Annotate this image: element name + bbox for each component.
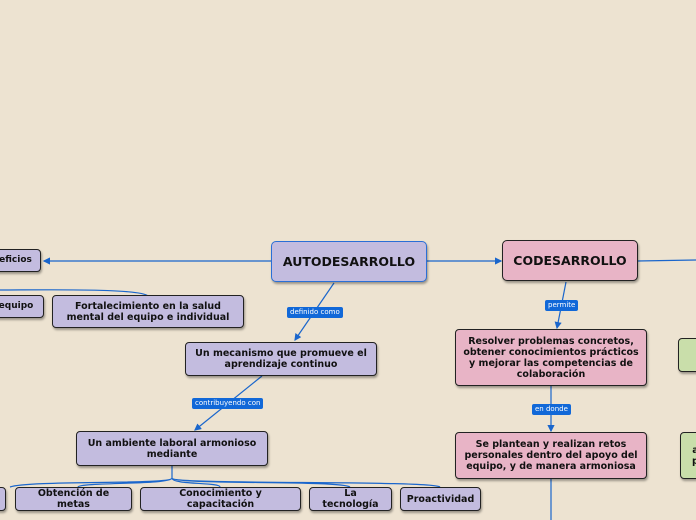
node-mecanismo[interactable]: Un mecanismo que promueve el aprendizaje… <box>185 342 377 376</box>
link-label-definido-como: definido como <box>287 307 343 318</box>
link-label-contribuyendo-con: contribuyendo con <box>192 398 264 409</box>
node-fortalecimiento[interactable]: Fortalecimiento en la salud mental del e… <box>52 295 244 328</box>
node-conocimiento[interactable]: Conocimiento y capacitación <box>140 487 301 511</box>
node-resolver[interactable]: Resolver problemas concretos, obtener co… <box>455 329 647 386</box>
node-tecnologia[interactable]: La tecnología <box>309 487 392 511</box>
link-label-permite: permite <box>545 300 579 311</box>
node-ambiente[interactable]: Un ambiente laboral armonioso mediante <box>76 431 268 466</box>
connector-ambiente-children <box>9 466 441 488</box>
connector-to-fortalecimiento <box>0 289 149 297</box>
node-autodesarrollo[interactable]: AUTODESARROLLO <box>271 241 427 282</box>
node-plantean[interactable]: Se plantean y realizan retos personales … <box>455 432 647 479</box>
connector-right-offscreen <box>636 259 696 262</box>
node-codesarrollo[interactable]: CODESARROLLO <box>502 240 638 281</box>
node-proactividad[interactable]: Proactividad <box>400 487 481 511</box>
node-equipo[interactable]: equipo <box>0 295 44 318</box>
node-beneficios[interactable]: eficios <box>0 249 41 272</box>
node-green-1-offscreen[interactable] <box>678 338 696 372</box>
node-green-2-offscreen[interactable]: a p <box>680 432 696 479</box>
link-label-en-donde: en donde <box>532 404 571 415</box>
node-obtencion[interactable]: Obtención de metas <box>15 487 132 511</box>
node-left-offscreen[interactable] <box>0 487 6 511</box>
